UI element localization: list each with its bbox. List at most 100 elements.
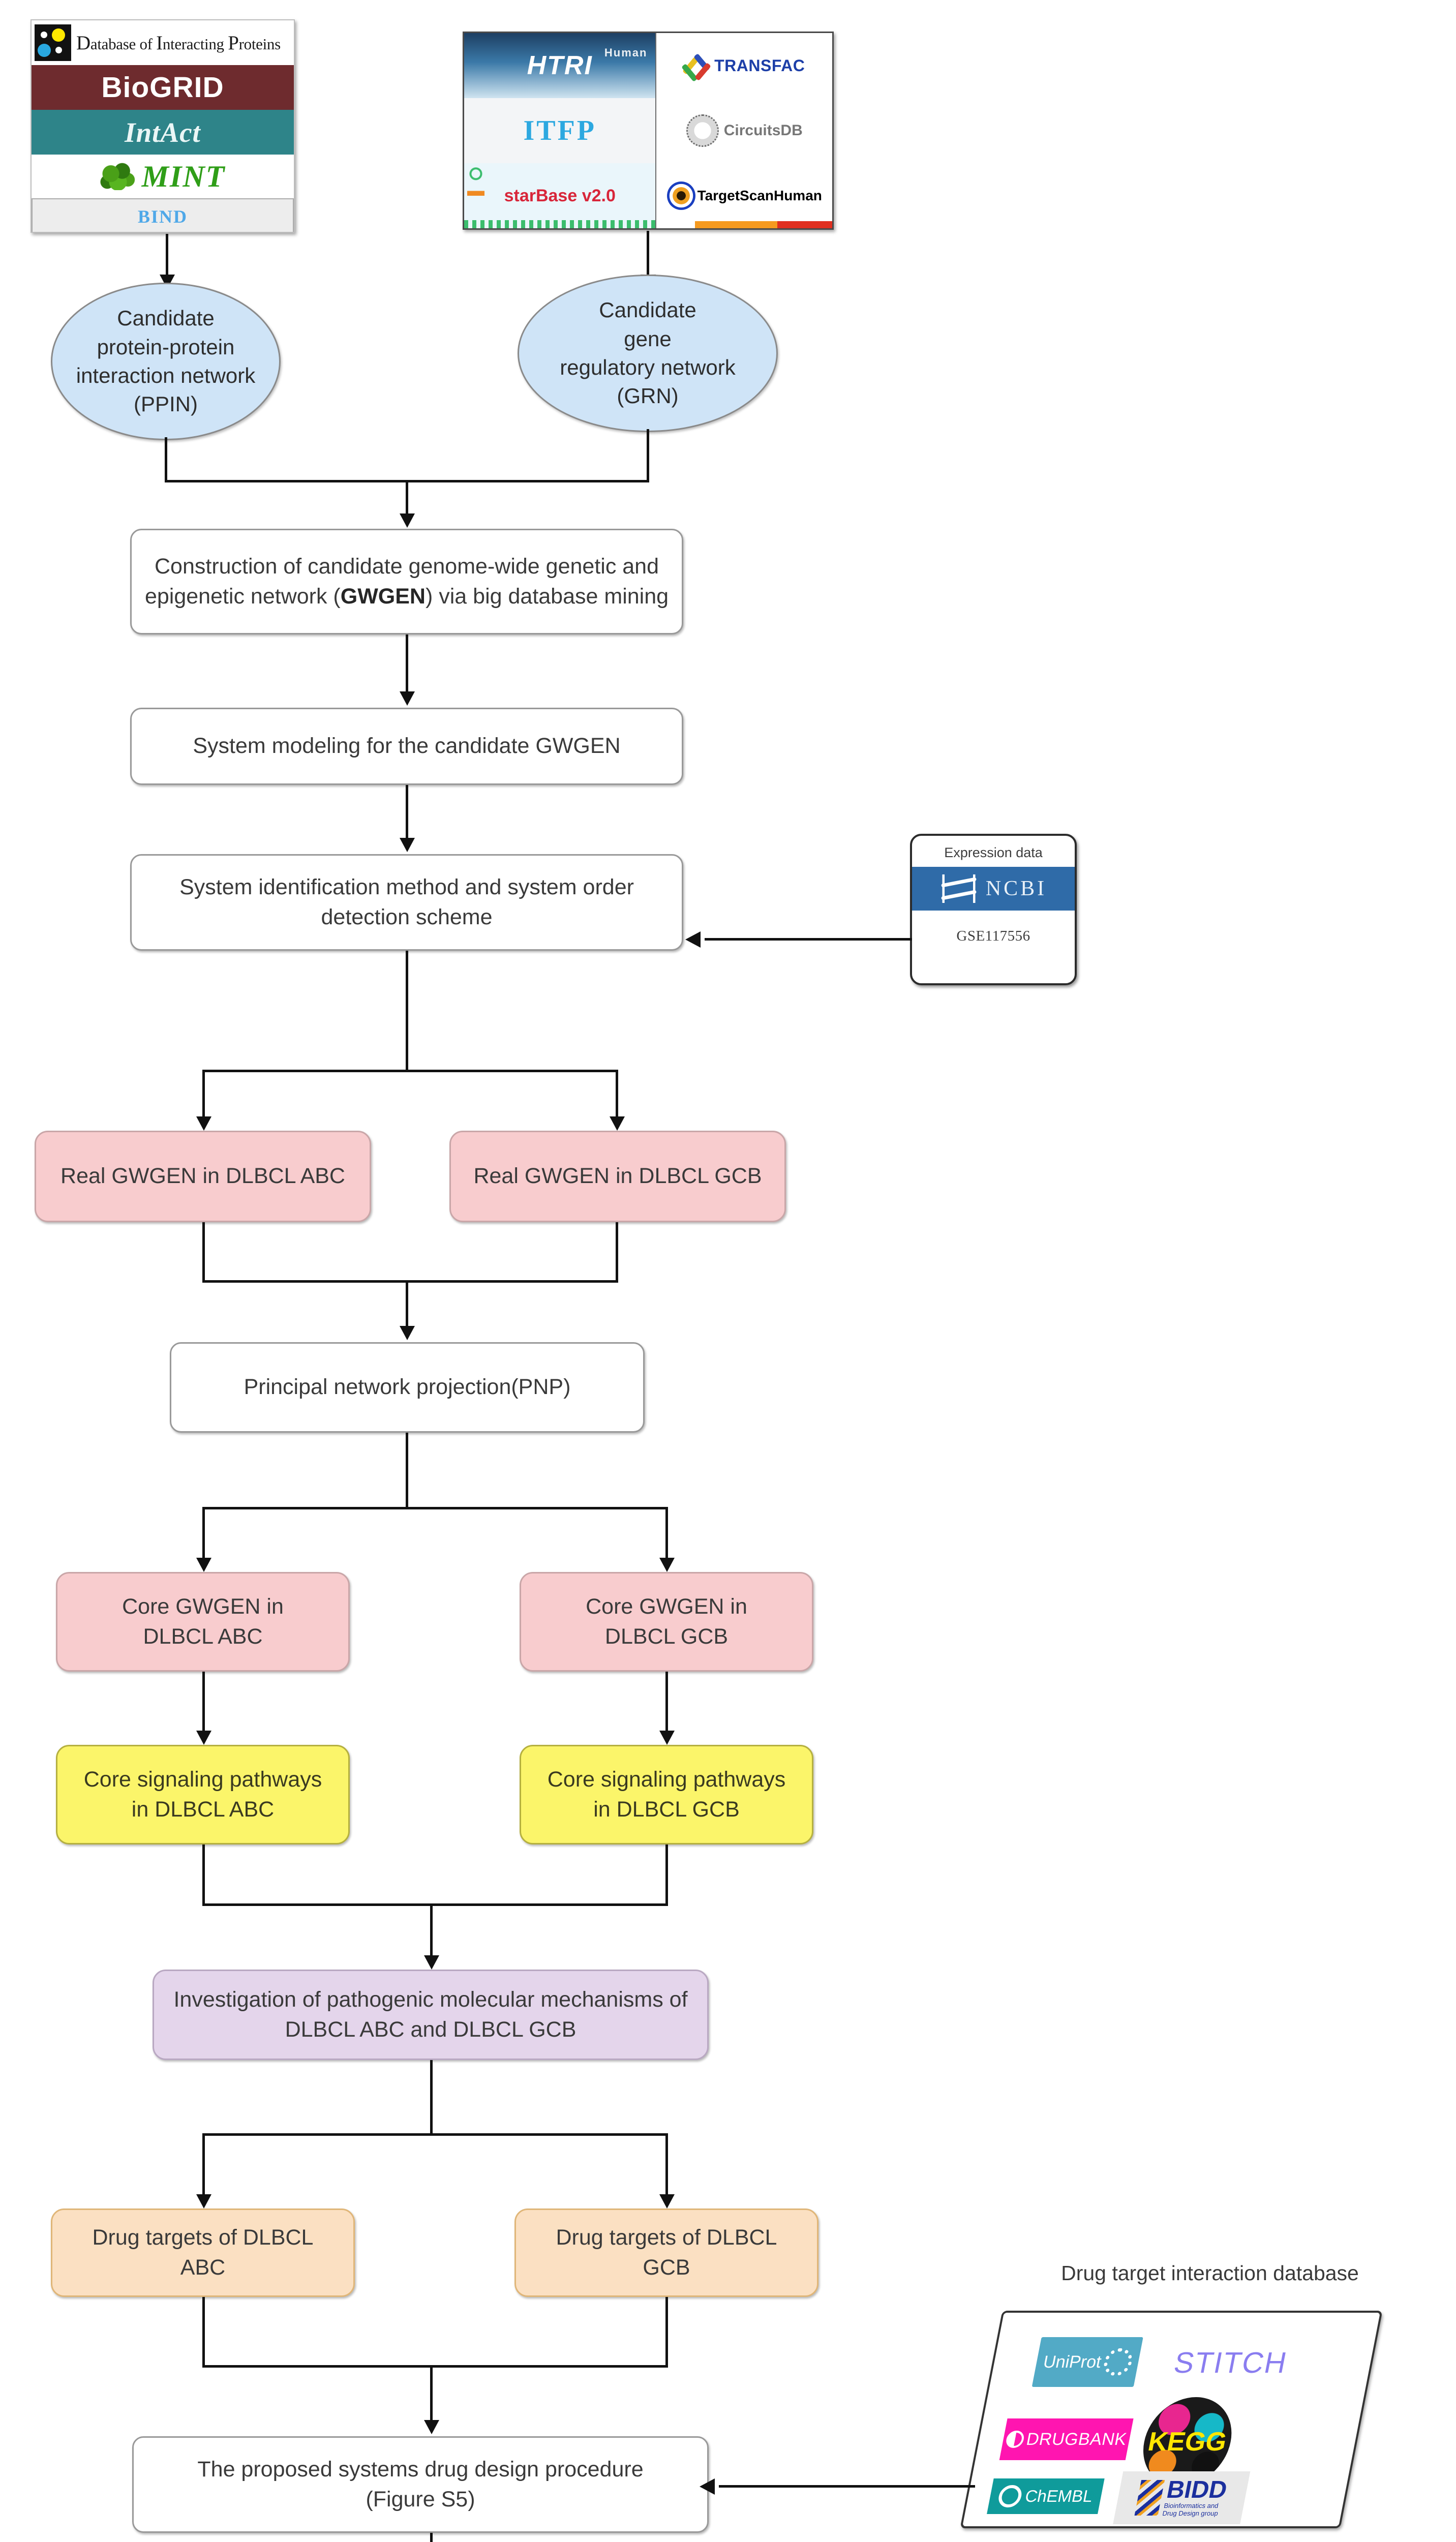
- connector-dti-to-procedure: [719, 2485, 975, 2488]
- bidd-sub-1: Bioinformatics and: [1163, 2502, 1220, 2510]
- connector-grn-down: [647, 429, 649, 482]
- node-core-pathways-abc[interactable]: Core signaling pathways in DLBCL ABC: [56, 1745, 350, 1844]
- mint-leaf-icon: [100, 163, 136, 190]
- connector-investigation-down: [430, 2060, 433, 2135]
- construction-text-post: ) via big database mining: [425, 584, 669, 609]
- expression-data-source[interactable]: Expression data NCBI GSE117556: [910, 834, 1077, 985]
- connector-identification-down: [406, 951, 408, 1072]
- intact-logo: IntAct: [32, 110, 294, 155]
- arrowhead-to-core-gwgen-abc: [196, 1558, 211, 1572]
- node-proposed-procedure[interactable]: The proposed systems drug design procedu…: [132, 2436, 709, 2533]
- node-system-modeling[interactable]: System modeling for the candidate GWGEN: [130, 708, 683, 785]
- starbase-label: starBase v2.0: [504, 186, 616, 205]
- connector-realgwgen-gcb-down: [616, 1222, 618, 1282]
- core-pathways-abc-label: Core signaling pathways in DLBCL ABC: [83, 1767, 322, 1822]
- node-candidate-ppin[interactable]: Candidate protein-protein interaction ne…: [51, 283, 281, 440]
- mint-label: MINT: [141, 159, 226, 193]
- uniprot-logo: UniProt: [1032, 2337, 1143, 2387]
- connector-ppin-down: [165, 437, 167, 482]
- node-drug-targets-abc[interactable]: Drug targets of DLBCL ABC: [51, 2208, 355, 2297]
- connector-split-left-coregwgen: [202, 1507, 205, 1562]
- ppin-line-1: Candidate: [117, 306, 215, 330]
- uniprot-label: UniProt: [1041, 2352, 1103, 2372]
- pnp-label: Principal network projection(PNP): [244, 1375, 571, 1400]
- connector-pnp-down: [406, 1433, 408, 1509]
- mint-logo: MINT: [32, 155, 294, 198]
- starbase-wave-icon: [464, 220, 656, 228]
- transfac-label: TRANSFAC: [714, 56, 805, 75]
- targetscanhuman-logo: TargetScanHuman: [656, 163, 832, 228]
- starbase-dna-icon: [467, 165, 484, 226]
- grn-line-1: Candidate: [599, 298, 696, 322]
- ppi-database-panel[interactable]: Database of Interacting Proteins BioGRID…: [31, 19, 295, 233]
- system-modeling-label: System modeling for the candidate GWGEN: [193, 734, 621, 759]
- bidd-sub-2: Drug Design group: [1162, 2509, 1219, 2517]
- node-core-gwgen-gcb[interactable]: Core GWGEN in DLBCL GCB: [520, 1572, 813, 1672]
- connector-coregwgen-abc-down: [202, 1672, 205, 1737]
- connector-pathways-gcb-down: [665, 1844, 668, 1905]
- dip-label: Database of Interacting Proteins: [76, 32, 281, 54]
- arrowhead-to-core-pathways-abc: [196, 1731, 211, 1745]
- bidd-logo: BIDD Bioinformatics and Drug Design grou…: [1113, 2471, 1251, 2524]
- arrowhead-to-pnp: [400, 1326, 415, 1340]
- dip-icon: [35, 24, 71, 61]
- node-real-gwgen-gcb[interactable]: Real GWGEN in DLBCL GCB: [449, 1131, 786, 1222]
- connector-split-left-drugtargets: [202, 2133, 205, 2198]
- connector-split-bar-drugtargets: [202, 2133, 668, 2136]
- htri-sub-label: Human: [604, 46, 648, 59]
- bind-logo: BIND: [32, 198, 294, 232]
- ppin-line-4: (PPIN): [133, 392, 198, 416]
- ncbi-label: NCBI: [985, 877, 1047, 900]
- node-investigation-mechanisms[interactable]: Investigation of pathogenic molecular me…: [153, 1970, 709, 2060]
- connector-split-right-realgwgen: [616, 1070, 618, 1121]
- starbase-logo: starBase v2.0: [464, 163, 656, 228]
- arrowhead-to-identification: [400, 838, 415, 852]
- grn-line-4: (GRN): [617, 384, 679, 408]
- arrowhead-to-core-pathways-gcb: [659, 1731, 675, 1745]
- connector-modeling-to-identification: [406, 785, 408, 842]
- node-candidate-grn[interactable]: Candidate gene regulatory network (GRN): [518, 275, 778, 432]
- node-principal-network-projection[interactable]: Principal network projection(PNP): [170, 1342, 645, 1433]
- arrowhead-to-investigation: [424, 1955, 439, 1970]
- grn-line-3: regulatory network: [560, 355, 736, 379]
- procedure-label: The proposed systems drug design procedu…: [197, 2457, 644, 2511]
- node-core-gwgen-abc[interactable]: Core GWGEN in DLBCL ABC: [56, 1572, 350, 1672]
- arrowhead-to-drug-targets-gcb: [659, 2194, 675, 2208]
- bidd-label: BIDD: [1164, 2476, 1230, 2504]
- htri-logo: HTRI Human: [464, 33, 656, 98]
- uniprot-ring-icon: [1101, 2348, 1135, 2376]
- targetscan-bullseye-icon: [666, 181, 695, 210]
- core-pathways-gcb-label: Core signaling pathways in DLBCL GCB: [547, 1767, 786, 1822]
- real-gwgen-gcb-label: Real GWGEN in DLBCL GCB: [473, 1164, 762, 1189]
- expression-data-title: Expression data: [944, 845, 1043, 860]
- connector-coregwgen-gcb-down: [665, 1672, 668, 1737]
- ppin-line-2: protein-protein: [97, 335, 235, 359]
- construction-text-bold: GWGEN: [340, 584, 426, 609]
- connector-split-left-realgwgen: [202, 1070, 205, 1121]
- circuitsdb-label: CircuitsDB: [723, 122, 803, 139]
- connector-pathways-abc-down: [202, 1844, 205, 1905]
- connector-ncbi-to-identification: [705, 938, 912, 941]
- biogrid-logo: BioGRID: [32, 65, 294, 110]
- grn-database-panel[interactable]: HTRI Human ITFP starBase v2.0 TRANSFAC C…: [463, 32, 834, 230]
- node-core-pathways-gcb[interactable]: Core signaling pathways in DLBCL GCB: [520, 1745, 813, 1844]
- connector-merge-bar-procedure: [202, 2365, 668, 2368]
- ppin-line-3: interaction network: [76, 364, 256, 387]
- stitch-logo: STITCH: [1171, 2346, 1291, 2379]
- drugbank-logo: DRUGBANK: [999, 2418, 1134, 2460]
- itfp-logo: ITFP: [464, 98, 656, 163]
- node-system-identification[interactable]: System identification method and system …: [130, 854, 683, 951]
- arrowhead-dti-to-procedure: [700, 2478, 715, 2495]
- chembl-label: ChEMBL: [1023, 2487, 1095, 2505]
- bidd-helix-icon: [1134, 2480, 1165, 2516]
- construction-text-pre: Construction of candidate genome-wide ge…: [144, 554, 659, 609]
- node-real-gwgen-abc[interactable]: Real GWGEN in DLBCL ABC: [35, 1131, 371, 1222]
- arrowhead-to-real-gwgen-gcb: [610, 1116, 625, 1131]
- node-construction-gwgen[interactable]: Construction of candidate genome-wide ge…: [130, 529, 683, 634]
- arrowhead-to-procedure: [424, 2420, 439, 2434]
- connector-grn-to-grnnode: [647, 231, 649, 280]
- node-drug-targets-gcb[interactable]: Drug targets of DLBCL GCB: [514, 2208, 818, 2297]
- arrowhead-to-core-gwgen-gcb: [659, 1558, 675, 1572]
- system-identification-label: System identification method and system …: [179, 874, 634, 929]
- investigation-label: Investigation of pathogenic molecular me…: [173, 1987, 688, 2042]
